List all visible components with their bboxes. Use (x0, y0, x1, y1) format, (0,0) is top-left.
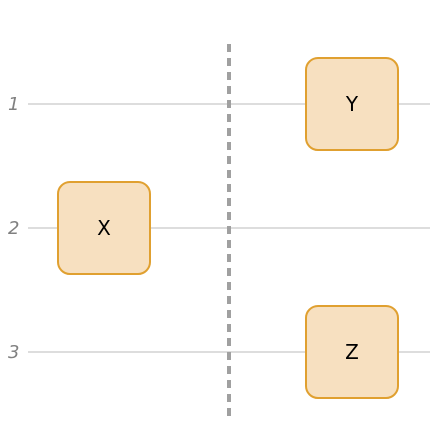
row-label-3: 3 (8, 342, 19, 363)
node-y-box (305, 57, 399, 151)
node-z-label: Z (345, 340, 359, 364)
node-x-label: X (97, 216, 111, 240)
node-z[interactable]: Z (305, 305, 399, 399)
row-label-1: 1 (8, 94, 19, 115)
node-x[interactable]: X (57, 181, 151, 275)
node-z-box (305, 305, 399, 399)
node-x-box (57, 181, 151, 275)
node-y-label: Y (345, 92, 359, 116)
node-y[interactable]: Y (305, 57, 399, 151)
row-label-2: 2 (8, 218, 19, 239)
